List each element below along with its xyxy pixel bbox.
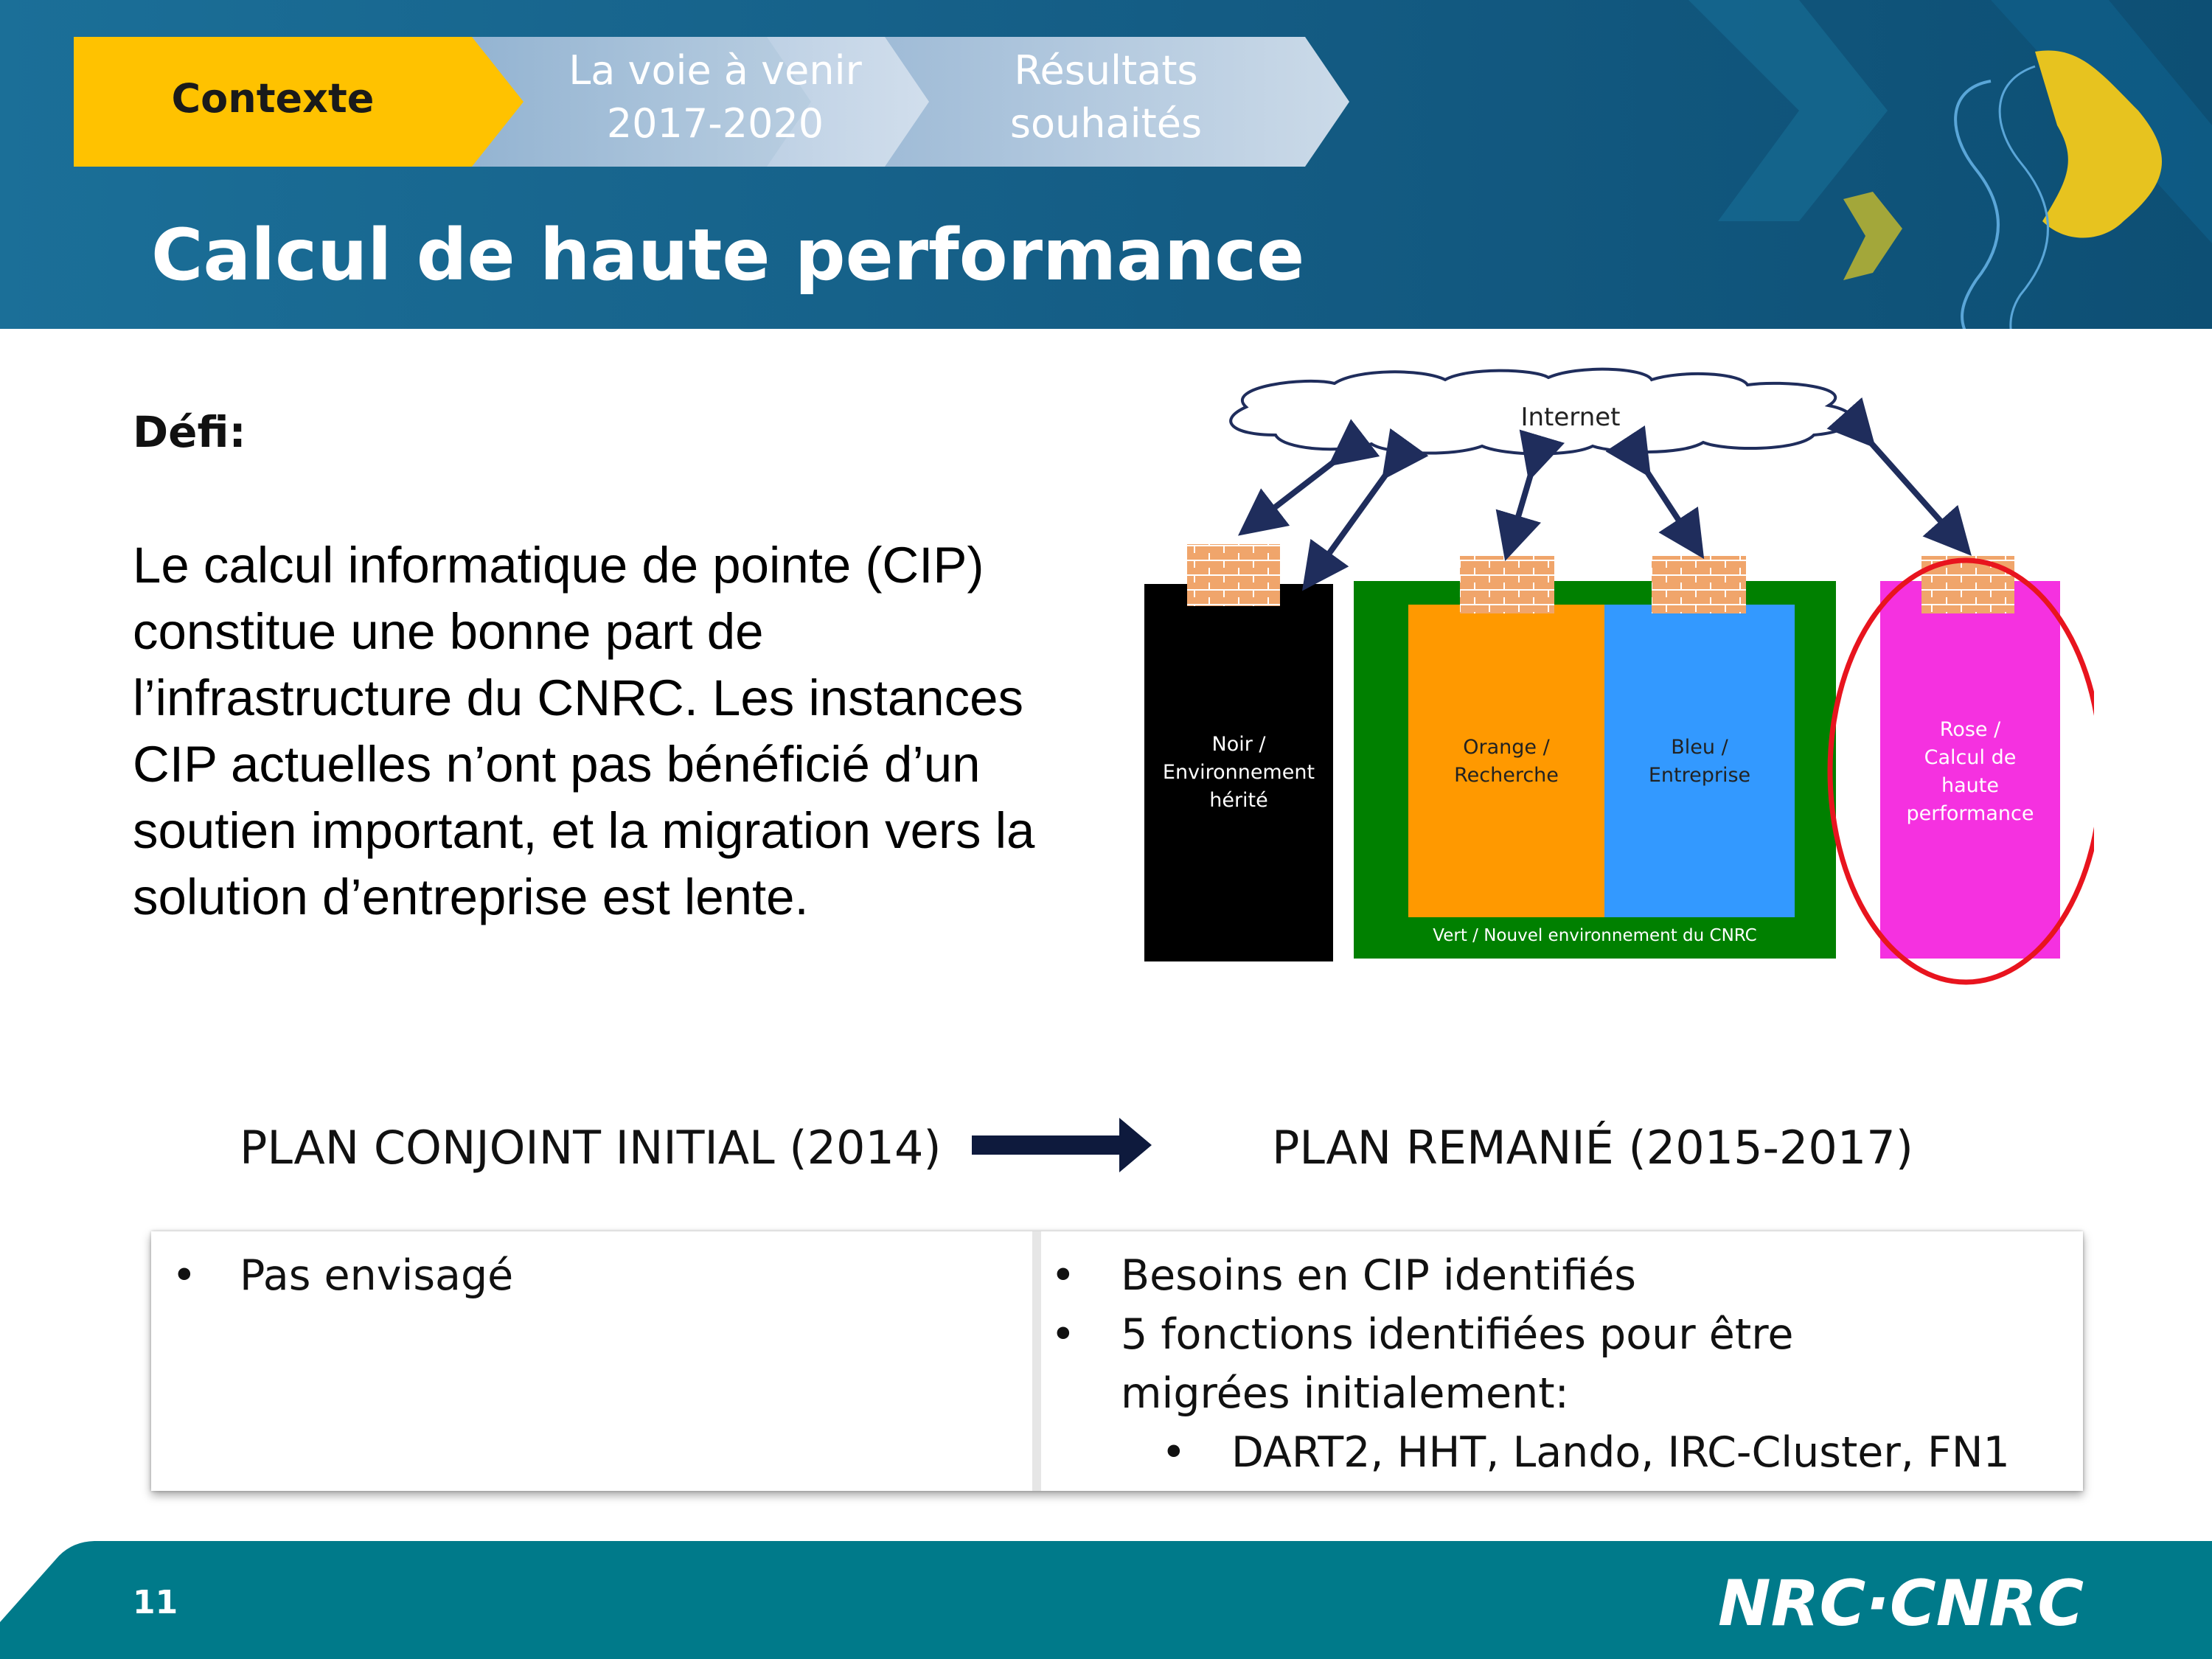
zone-orange-label: Orange /Recherche bbox=[1454, 736, 1559, 787]
green-zone-label: Vert / Nouvel environnement du CNRC bbox=[1433, 926, 1756, 945]
firewall-icon bbox=[1187, 544, 1280, 606]
page-number: 11 bbox=[133, 1584, 178, 1621]
crumb-results-shape bbox=[767, 37, 1349, 167]
footer-banner bbox=[0, 1541, 2212, 1659]
zone-black bbox=[1144, 584, 1333, 961]
connection-arrows bbox=[1237, 397, 1972, 591]
revised-item: Besoins en CIP identifiés bbox=[1121, 1251, 1637, 1300]
plan-revised-heading: PLAN REMANIÉ (2015-2017) bbox=[1272, 1121, 1913, 1175]
bullet-icon: • bbox=[1051, 1310, 1076, 1359]
page-title: Calcul de haute performance bbox=[151, 214, 1305, 296]
bullet-icon: • bbox=[1161, 1428, 1186, 1477]
breadcrumb-context[interactable]: Contexte bbox=[171, 75, 375, 122]
zone-blue bbox=[1604, 605, 1795, 917]
nrc-cnrc-logo: NRC·CNRC bbox=[1718, 1571, 2084, 1635]
highlight-ellipse bbox=[1827, 557, 2094, 985]
initial-item: Pas envisagé bbox=[240, 1251, 514, 1300]
svg-text:NRC·CNRC: NRC·CNRC bbox=[1718, 1571, 2084, 1635]
revised-item: 5 fonctions identifiées pour être migrée… bbox=[1121, 1310, 1794, 1418]
network-diagram: Internet Vert / Nouvel environnement du … bbox=[1144, 367, 2094, 985]
challenge-text: Le calcul informatique de pointe (CIP) c… bbox=[133, 537, 1035, 925]
breadcrumb-results[interactable]: Résultats souhaités bbox=[907, 44, 1305, 150]
challenge-label: Défi: bbox=[133, 407, 246, 457]
zone-orange bbox=[1408, 605, 1604, 917]
zone-pink bbox=[1880, 581, 2060, 959]
bullet-icon: • bbox=[1051, 1251, 1076, 1300]
firewall-icon bbox=[1460, 556, 1554, 613]
breadcrumb-results-label: Résultats souhaités bbox=[1009, 47, 1203, 147]
table-divider bbox=[1032, 1231, 1041, 1491]
breadcrumb-path-ahead-label: La voie à venir 2017-2020 bbox=[568, 47, 862, 147]
crumb-context-shape bbox=[74, 37, 524, 167]
zone-blue-label: Bleu /Entreprise bbox=[1649, 736, 1750, 787]
internet-label: Internet bbox=[1520, 403, 1620, 432]
plan-table: • Pas envisagé • Besoins en CIP identifi… bbox=[151, 1231, 2083, 1491]
revised-subitem: DART2, HHT, Lando, IRC-Cluster, FN1 bbox=[1231, 1428, 2010, 1477]
plan-initial-heading: PLAN CONJOINT INITIAL (2014) bbox=[240, 1121, 942, 1175]
breadcrumb-path-ahead[interactable]: La voie à venir 2017-2020 bbox=[509, 44, 922, 150]
firewall-icon bbox=[1652, 556, 1746, 613]
crumb-path-shape bbox=[442, 37, 929, 167]
bullet-icon: • bbox=[172, 1251, 197, 1300]
right-arrow-icon bbox=[972, 1118, 1152, 1172]
header-banner bbox=[0, 0, 2212, 329]
